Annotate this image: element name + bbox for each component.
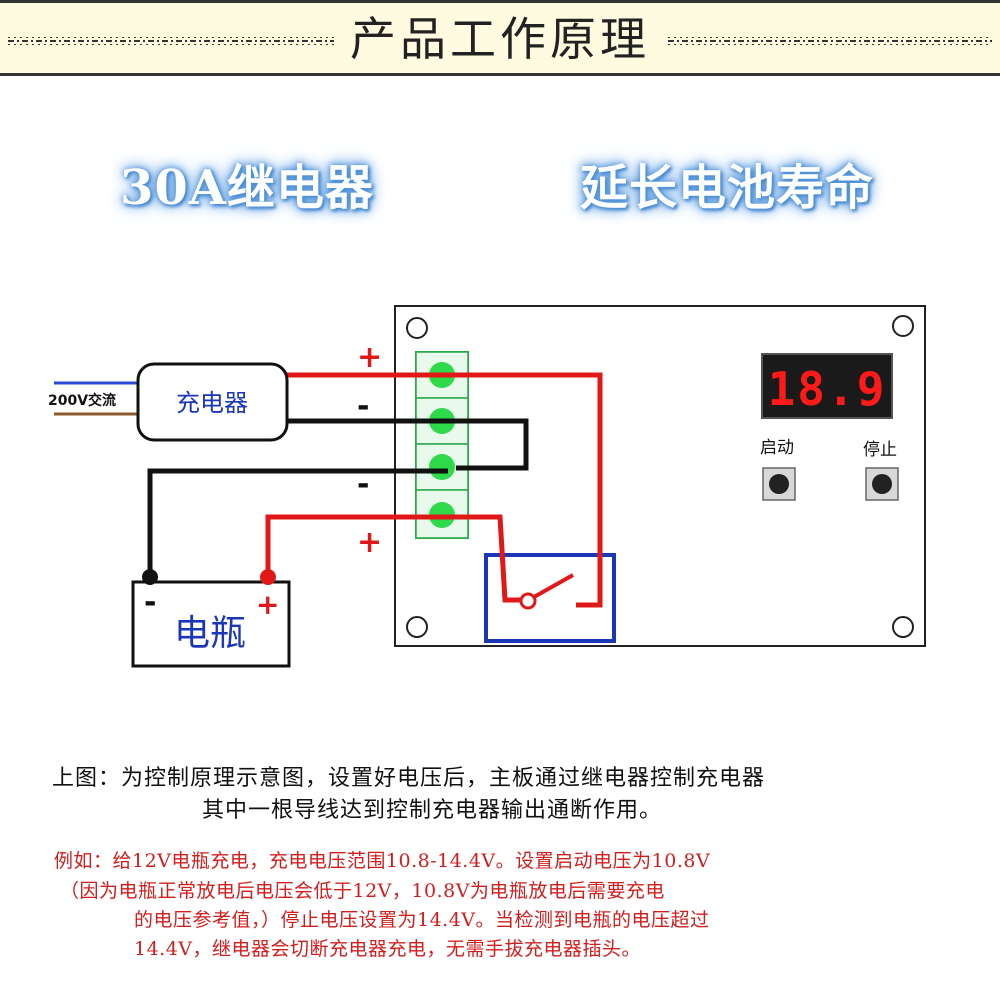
stop-button[interactable]	[865, 467, 899, 501]
charger-box	[136, 362, 289, 442]
mount-hole-top-left	[406, 317, 428, 339]
terminal-sign-1: +	[357, 340, 382, 375]
battery-label: 电瓶	[174, 613, 246, 654]
mount-hole-bottom-left	[406, 616, 428, 638]
caption-line-2: 其中一根导线达到控制充电器输出通断作用。	[202, 798, 663, 823]
header-dash-right	[668, 37, 992, 45]
caption-line-1: 上图：为控制原理示意图，设置好电压后，主板通过继电器控制充电器	[52, 766, 766, 791]
battery-terminal-positive	[260, 569, 276, 585]
terminal-block	[415, 351, 469, 539]
start-label: 启动	[760, 438, 794, 458]
battery-box	[131, 580, 291, 668]
start-button[interactable]	[762, 467, 796, 501]
header-banner: 产品工作原理	[0, 0, 1000, 76]
ac-label: 200V交流	[48, 392, 116, 409]
wire-battery-negative	[147, 468, 448, 575]
terminal-sign-2: -	[357, 389, 369, 424]
terminal-3	[429, 454, 455, 480]
note-line-2: （因为电瓶正常放电后电压会低于12V，10.8V为电瓶放电后需要充电	[60, 880, 665, 902]
battery-terminal-negative	[142, 569, 158, 585]
charger-label: 充电器	[176, 389, 248, 417]
wire-battery-positive	[265, 514, 522, 603]
note-line-1: 例如：给12V电瓶充电，充电电压范围10.8-14.4V。设置启动电压为10.8…	[54, 850, 711, 872]
header-dash-left	[8, 37, 334, 45]
wire-negative-loop	[285, 418, 529, 471]
battery-minus-sign: -	[144, 585, 156, 620]
terminal-sign-4: +	[357, 525, 382, 560]
mount-hole-top-right	[892, 315, 914, 337]
mount-hole-bottom-right	[892, 616, 914, 638]
note-line-4: 14.4V，继电器会切断充电器充电，无需手拔充电器插头。	[134, 938, 642, 960]
voltage-readout: 18.9	[768, 362, 887, 416]
battery-plus-sign: +	[256, 588, 279, 621]
feature-relay: 30A继电器	[120, 160, 375, 216]
wire-charger-positive	[285, 372, 603, 608]
terminal-sign-3: -	[357, 467, 369, 502]
stop-label: 停止	[863, 440, 897, 460]
feature-battery-life: 延长电池寿命	[580, 160, 875, 216]
page-title: 产品工作原理	[350, 12, 650, 66]
voltage-display	[761, 353, 893, 419]
note-line-3: 的电压参考值，）停止电压设置为14.4V。当检测到电瓶的电压超过	[134, 909, 710, 931]
